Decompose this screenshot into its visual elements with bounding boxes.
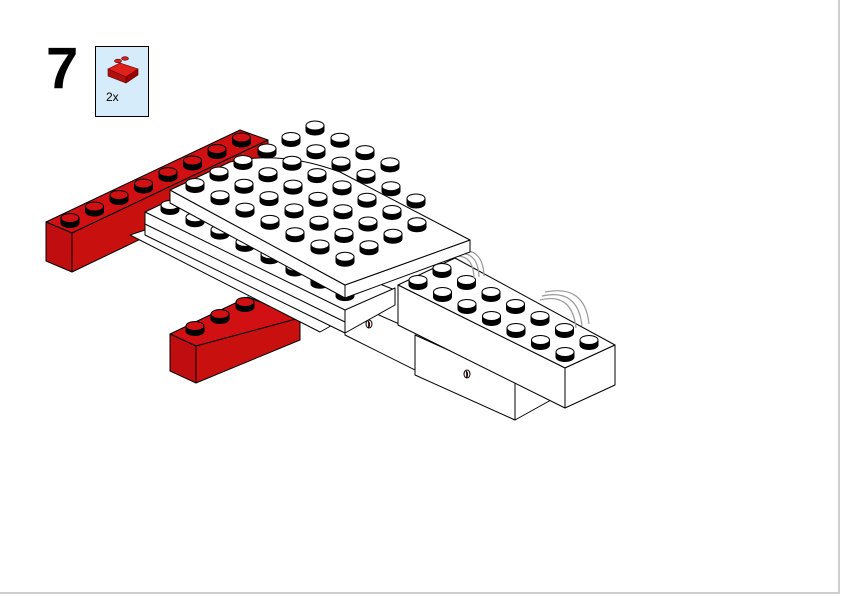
stud bbox=[233, 155, 253, 170]
stud bbox=[482, 311, 501, 326]
white-plate-rounded bbox=[169, 120, 471, 299]
stud bbox=[555, 323, 574, 338]
white-body-lower bbox=[344, 299, 561, 421]
stud bbox=[407, 217, 427, 233]
stud bbox=[408, 275, 428, 290]
stud bbox=[257, 143, 277, 159]
stud bbox=[306, 144, 326, 160]
stud bbox=[457, 275, 476, 290]
stud bbox=[506, 323, 526, 338]
stud bbox=[357, 192, 377, 208]
stud bbox=[258, 167, 278, 183]
stud bbox=[260, 214, 280, 230]
stud bbox=[235, 202, 255, 218]
stud bbox=[332, 180, 352, 196]
stud bbox=[308, 191, 328, 207]
stud bbox=[555, 347, 575, 362]
stud bbox=[433, 287, 452, 302]
stud bbox=[235, 297, 255, 312]
stud bbox=[85, 201, 104, 217]
white-brick-right bbox=[397, 257, 616, 409]
stud bbox=[380, 157, 400, 173]
stud bbox=[330, 132, 350, 148]
stud bbox=[531, 335, 550, 350]
stud bbox=[382, 205, 402, 220]
stud bbox=[281, 132, 301, 147]
stud bbox=[530, 311, 550, 326]
stud bbox=[259, 191, 279, 207]
stud bbox=[234, 178, 254, 194]
stud bbox=[158, 167, 178, 182]
stud bbox=[506, 299, 525, 314]
stud bbox=[307, 168, 327, 184]
red-slope-brick-icon bbox=[107, 56, 139, 84]
stud bbox=[331, 156, 351, 172]
stud bbox=[282, 155, 302, 171]
stud bbox=[432, 263, 452, 278]
stud bbox=[356, 168, 376, 184]
stud bbox=[285, 227, 305, 243]
stud bbox=[185, 321, 205, 336]
stud bbox=[406, 193, 426, 209]
stud bbox=[305, 120, 325, 136]
stud bbox=[383, 228, 403, 244]
stud bbox=[310, 239, 330, 255]
stud bbox=[335, 251, 355, 267]
stud bbox=[207, 144, 227, 159]
part-quantity: 2x bbox=[106, 90, 119, 104]
red-brick-short bbox=[169, 296, 301, 384]
stud bbox=[210, 190, 230, 206]
stud bbox=[185, 178, 205, 193]
stud bbox=[358, 216, 378, 232]
stud bbox=[359, 240, 379, 256]
stud bbox=[284, 203, 304, 219]
stud bbox=[381, 181, 401, 197]
stud bbox=[334, 228, 354, 243]
stud bbox=[209, 166, 229, 182]
stud bbox=[109, 190, 129, 205]
stud bbox=[60, 213, 80, 228]
stud bbox=[355, 145, 375, 161]
step-number: 7 bbox=[46, 36, 79, 101]
stud bbox=[210, 309, 230, 324]
parts-callout: 2x bbox=[95, 46, 149, 117]
stud bbox=[481, 287, 501, 302]
stud bbox=[333, 204, 353, 220]
stud bbox=[457, 299, 477, 314]
stud bbox=[309, 215, 329, 231]
stud bbox=[579, 335, 599, 350]
stud bbox=[183, 155, 202, 171]
stud bbox=[232, 132, 251, 148]
stud bbox=[283, 179, 303, 195]
stud bbox=[134, 178, 153, 194]
